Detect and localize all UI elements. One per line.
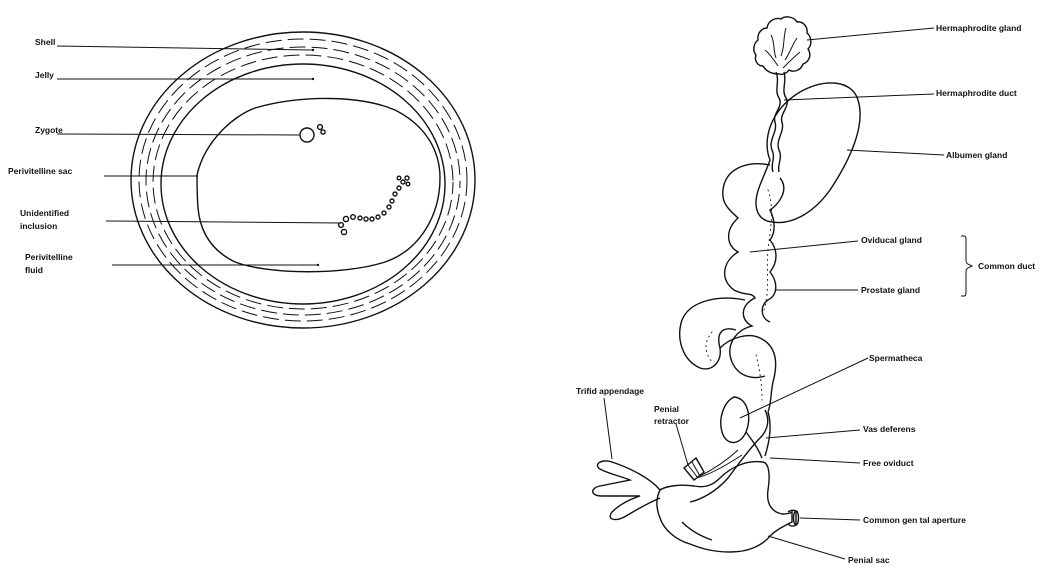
label-oviducal-gland: Oviducal gland: [861, 235, 922, 245]
shell-leader: [57, 46, 313, 50]
oviducal-gland-leader: [750, 241, 858, 252]
penial-sac: [657, 462, 792, 552]
albumen-gland-leader: [847, 150, 944, 155]
reproductive-system-figure: Hermaphrodite gland Hermaphrodite duct A…: [576, 17, 1035, 565]
label-perivitelline-sac: Perivitelline sac: [8, 166, 73, 176]
label-vas-deferens: Vas deferens: [863, 424, 916, 434]
polar-body-2: [321, 130, 325, 134]
hermaphrodite-gland-leader: [807, 28, 934, 40]
common-genital-aperture-leader: [800, 518, 860, 520]
label-shell: Shell: [35, 37, 55, 47]
label-common-duct: Common duct: [978, 261, 1035, 271]
label-perivitelline-fluid-line2: fluid: [25, 265, 43, 275]
zygote: [300, 128, 314, 142]
unidentified-inclusion-leader: [106, 221, 341, 223]
unidentified-inclusion: [339, 176, 410, 235]
label-common-genital-aperture: Common gen tal aperture: [863, 515, 966, 525]
free-oviduct-leader: [770, 458, 860, 463]
vas-deferens: [690, 410, 768, 502]
label-free-oviduct: Free oviduct: [863, 458, 914, 468]
penial-retractor-leader: [676, 424, 688, 465]
label-penial-retractor-line2: retractor: [654, 416, 690, 426]
label-unidentified-inclusion-line2: inclusion: [20, 221, 57, 231]
spermatheca: [721, 397, 749, 443]
common-duct-bracket: [961, 236, 972, 296]
zygote-leader: [57, 134, 300, 135]
label-penial-retractor-line1: Penial: [654, 404, 679, 414]
label-albumen-gland: Albumen gland: [946, 150, 1007, 160]
shell-layer-dashed-2: [146, 47, 460, 315]
penial-sac-leader: [768, 536, 845, 559]
label-unidentified-inclusion-line1: Unidentified: [20, 208, 69, 218]
oviducal-gland: [723, 164, 770, 378]
label-spermatheca: Spermatheca: [869, 353, 923, 363]
label-perivitelline-fluid-line1: Perivitelline: [25, 252, 73, 262]
trifid-appendage: [593, 461, 660, 520]
spermatheca-leader: [740, 358, 868, 418]
label-trifid-appendage: Trifid appendage: [576, 386, 644, 396]
trifid-appendage-leader: [604, 398, 612, 459]
shell-layer-dashed-1: [139, 39, 467, 321]
hermaphrodite-gland: [754, 17, 811, 74]
hermaphrodite-duct-leader: [784, 94, 934, 100]
label-hermaphrodite-gland: Hermaphrodite gland: [936, 23, 1021, 33]
label-penial-sac: Penial sac: [848, 555, 890, 565]
polar-body-1: [318, 125, 323, 130]
shell-outer-outline: [131, 32, 475, 328]
albumen-gland: [756, 83, 860, 223]
vas-deferens-leader: [766, 430, 860, 438]
label-prostate-gland: Prostate gland: [861, 285, 920, 295]
label-zygote: Zygote: [35, 125, 63, 135]
label-hermaphrodite-duct: Hermaphrodite duct: [936, 88, 1017, 98]
egg-figure: Shell Jelly Zygote Perivitelline sac Uni…: [8, 32, 475, 328]
label-jelly: Jelly: [35, 70, 54, 80]
